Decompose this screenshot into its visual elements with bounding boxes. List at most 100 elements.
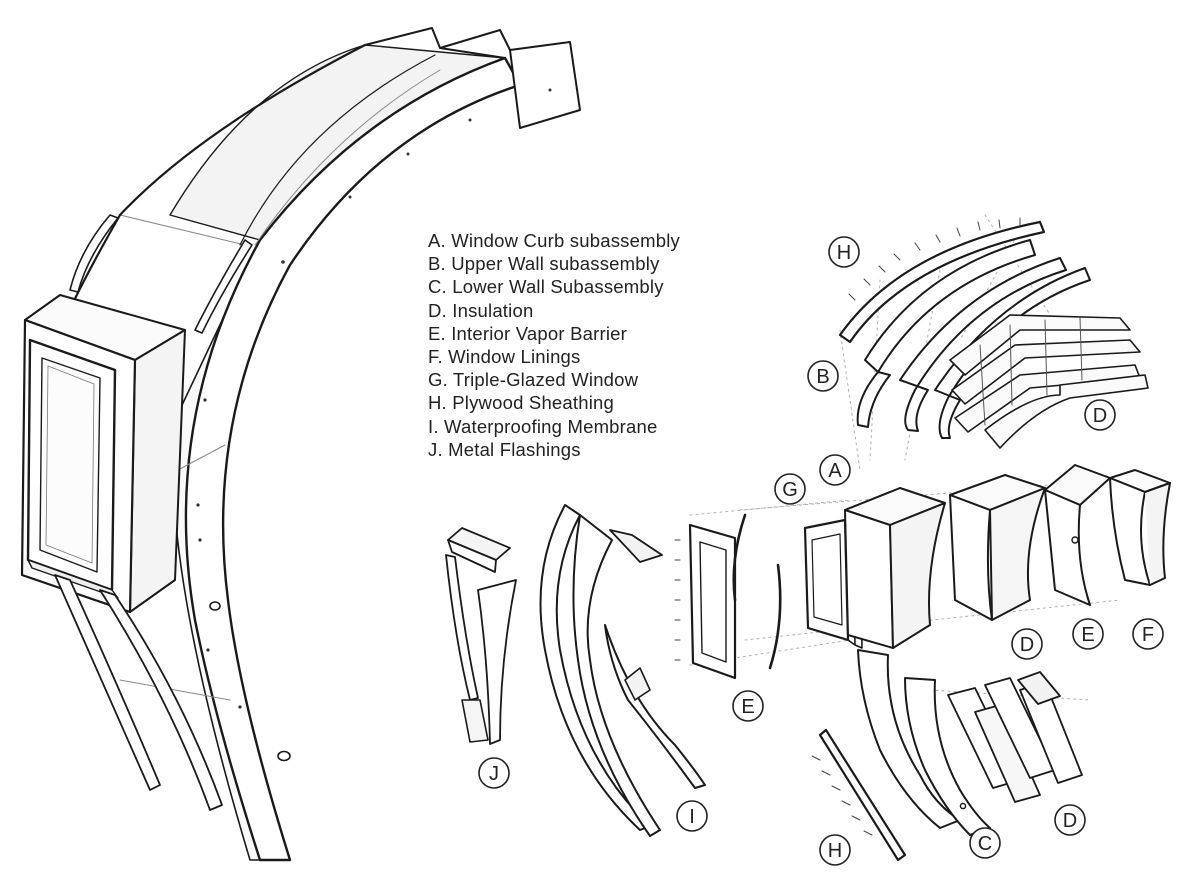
window-glass-inner	[45, 365, 95, 564]
upper-wall-band	[856, 239, 1036, 428]
svg-text:A: A	[828, 460, 842, 482]
flashing-strip	[194, 239, 253, 334]
plywood-sheathing-upper	[838, 220, 1046, 344]
vapor-barrier-ticks	[674, 539, 681, 661]
lower-leg	[54, 574, 161, 791]
flashings-and-membrane	[445, 504, 706, 837]
svg-text:G: G	[782, 479, 798, 501]
svg-text:I: I	[689, 806, 695, 828]
window-curb-box-side	[889, 502, 946, 649]
component-legend: A. Window Curb subassembly B. Upper Wall…	[428, 229, 680, 461]
legend-item: C. Lower Wall Subassembly	[428, 276, 664, 298]
triple-glazed-window-pane	[811, 533, 843, 626]
lower-wall-band	[904, 677, 991, 836]
assembled-wall-top-face	[169, 44, 506, 241]
callout-d-upper: D	[1084, 399, 1116, 431]
callouts: H B D A G D E F E J I H C D	[478, 236, 1164, 866]
lower-wall-band	[857, 649, 961, 829]
metal-flashing-cap-front	[447, 539, 497, 573]
svg-text:C: C	[978, 833, 992, 855]
callout-g: G	[774, 473, 806, 505]
callout-d-lower: D	[1054, 804, 1086, 836]
legend-item: E. Interior Vapor Barrier	[428, 322, 627, 344]
window-curb-side	[129, 329, 186, 613]
upper-wall-band	[899, 257, 1067, 432]
svg-text:H: H	[837, 242, 851, 264]
membrane-fold	[609, 529, 663, 563]
assembled-wall	[20, 27, 581, 862]
callout-b: B	[807, 360, 839, 392]
membrane-lower-strip	[604, 624, 706, 789]
alignment-lines	[689, 479, 1121, 666]
membrane-strip	[572, 514, 661, 837]
window-glass	[39, 357, 101, 573]
sheathing-lower-ticks	[811, 755, 873, 836]
curved-strip	[732, 513, 747, 602]
legend-item: G. Triple-Glazed Window	[428, 369, 639, 391]
vapor-barrier-inner	[699, 541, 727, 663]
vapor-barrier-tray-body	[1044, 489, 1091, 606]
callout-e-lower: E	[732, 690, 764, 722]
metal-flashing-foot	[461, 699, 489, 743]
callout-h-upper: H	[828, 236, 860, 268]
wall-seam	[119, 214, 246, 246]
top-end-cap	[509, 41, 581, 129]
vent-hole	[209, 601, 221, 611]
curved-strip	[768, 563, 782, 670]
insulation-batt	[949, 314, 1131, 376]
callout-j: J	[478, 757, 510, 789]
vent-hole	[277, 750, 291, 762]
tray-hole	[1071, 536, 1079, 544]
legend-item: B. Upper Wall subassembly	[428, 253, 660, 275]
upper-exploded-group	[838, 214, 1149, 471]
legend-item: F. Window Linings	[428, 346, 581, 368]
svg-text:F: F	[1142, 624, 1154, 646]
svg-text:D: D	[1063, 810, 1077, 832]
middle-exploded-group	[674, 464, 1171, 680]
svg-text:J: J	[489, 763, 499, 785]
callout-i: I	[676, 800, 708, 832]
legend-item: J. Metal Flashings	[428, 438, 581, 460]
window-lining-body	[1109, 477, 1151, 586]
svg-text:B: B	[816, 366, 829, 388]
insulation-box-front	[949, 494, 993, 621]
lower-exploded-group	[811, 649, 1091, 862]
callout-f: F	[1132, 618, 1164, 650]
svg-text:D: D	[1020, 634, 1034, 656]
wall-seam	[254, 69, 441, 246]
legend-item: A. Window Curb subassembly	[428, 230, 680, 251]
insulation-grid	[979, 317, 1083, 426]
top-end-plate	[364, 27, 506, 59]
svg-text:D: D	[1093, 405, 1107, 427]
callout-c: C	[969, 827, 1001, 859]
legend-item: H. Plywood Sheathing	[428, 392, 615, 414]
legend-item: D. Insulation	[428, 299, 534, 321]
plywood-sheathing-lower	[818, 728, 907, 862]
wall-seam	[119, 679, 231, 701]
metal-flashing-strip	[477, 579, 517, 745]
callout-d-middle: D	[1011, 628, 1043, 660]
svg-text:H: H	[828, 840, 842, 862]
svg-text:E: E	[1081, 624, 1094, 646]
lower-leg	[99, 589, 223, 811]
flashing-strip	[69, 214, 119, 293]
svg-text:E: E	[741, 696, 754, 718]
membrane-tab	[624, 667, 651, 701]
callout-e-middle: E	[1072, 618, 1104, 650]
vapor-barrier-frame	[688, 523, 737, 680]
sheathing-tick-marks	[848, 217, 1021, 301]
lower-wall-hole	[959, 802, 967, 810]
window-curb-box-front	[844, 509, 894, 649]
top-end-plate	[439, 29, 511, 51]
fastener-dots	[196, 88, 552, 709]
callout-h-lower: H	[819, 834, 851, 866]
insulation-block	[974, 704, 1041, 803]
insulation-batt	[984, 374, 1149, 449]
legend-item: I. Waterproofing Membrane	[428, 415, 658, 437]
insulation-block-cap	[1017, 671, 1061, 705]
metal-flashing-strip	[445, 554, 479, 701]
callout-a: A	[819, 454, 851, 486]
assembled-wall-outer-band	[184, 56, 522, 862]
window-lining-side	[1144, 482, 1171, 586]
